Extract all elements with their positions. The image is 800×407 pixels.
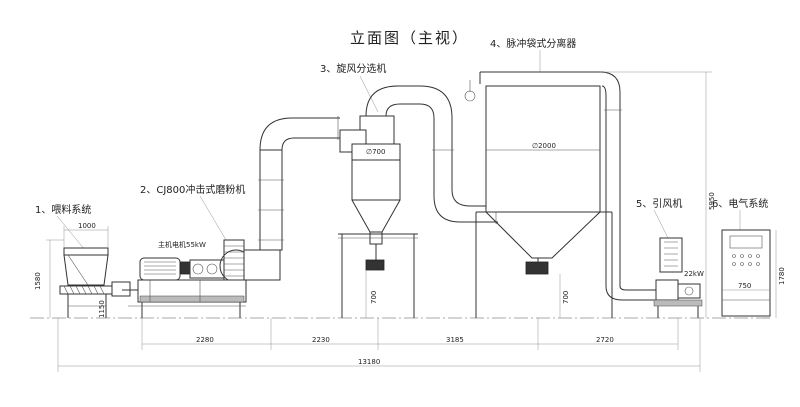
- fan-power: 22kW: [684, 270, 704, 278]
- classifier-label: 3、旋风分选机: [320, 62, 386, 75]
- electric-label: 6、电气系统: [712, 197, 768, 210]
- dim-classifier-dia: ∅700: [366, 148, 385, 156]
- duct-1: [258, 116, 340, 251]
- induced-fan: 5、引风机 22kW: [636, 197, 704, 318]
- electrical-cabinet: 6、电气系统 750 1780: [712, 197, 786, 318]
- dim-feed-width: 1000: [78, 222, 96, 230]
- dim-feed-low: 1150: [98, 300, 106, 318]
- mill-assembly: 2、CJ800冲击式磨粉机 主机电机55kW: [122, 183, 281, 318]
- fan-label: 5、引风机: [636, 197, 682, 210]
- main-motor: [139, 257, 181, 281]
- dim-cabinet-height: 1780: [778, 267, 786, 285]
- dim-span-4: 2720: [596, 336, 614, 344]
- dim-bag-dia: ∅2000: [532, 142, 556, 150]
- dim-total-length: 13180: [358, 358, 380, 366]
- bag-body: [485, 85, 601, 213]
- feed-label: 1、喂料系统: [35, 203, 91, 216]
- dim-total-height: 5950: [708, 192, 716, 210]
- feed-system: 1、喂料系统 1000 1580 1150: [34, 203, 131, 318]
- drawing-title: 立面图（主视）: [350, 29, 469, 47]
- horizontal-dimensions: 2280 2230 3185 2720 13180: [57, 318, 701, 372]
- dim-span-3: 3185: [446, 336, 464, 344]
- dim-cyclone-leg: 700: [370, 291, 378, 304]
- motor-label: 主机电机55kW: [158, 240, 206, 249]
- mill-label: 2、CJ800冲击式磨粉机: [140, 183, 245, 196]
- bag-separator: 4、脉冲袋式分离器 ∅2000 700 5950: [464, 37, 716, 318]
- dim-span-1: 2280: [196, 336, 214, 344]
- baghouse-label: 4、脉冲袋式分离器: [490, 37, 576, 50]
- dim-cabinet-width: 750: [738, 282, 751, 290]
- cyclone-classifier: 3、旋风分选机 ∅700 700: [320, 62, 420, 318]
- dim-span-2: 2230: [312, 336, 330, 344]
- dim-feed-height: 1580: [34, 272, 42, 290]
- dim-bag-leg: 700: [562, 291, 570, 304]
